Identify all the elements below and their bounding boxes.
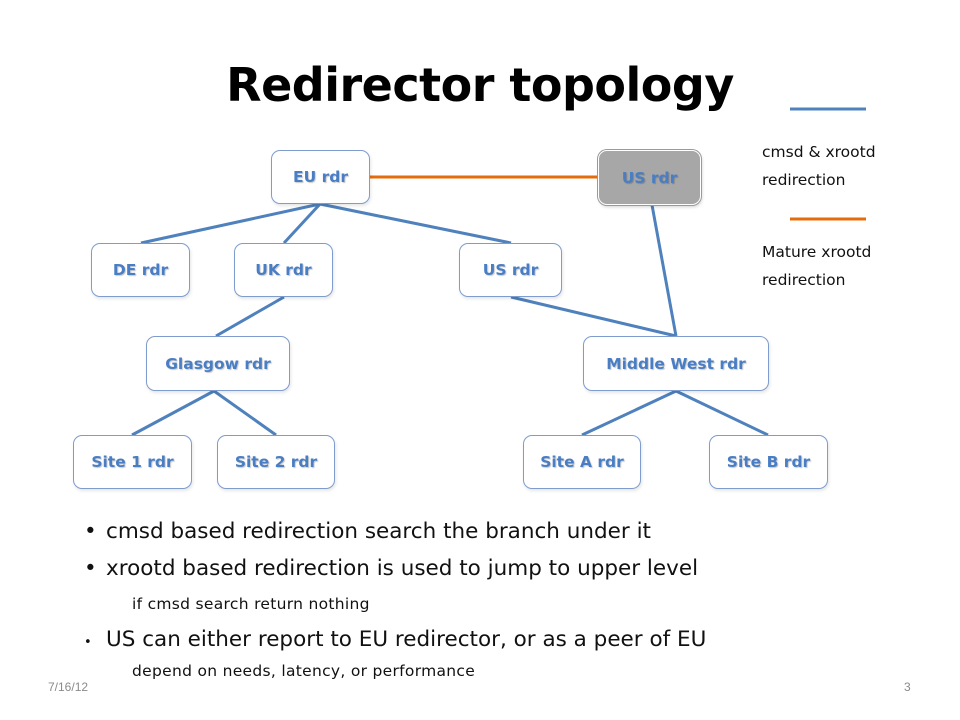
bullet-2-text: xrootd based redirection is used to jump… <box>106 556 699 581</box>
footer-page-number: 3 <box>904 680 911 694</box>
slide-title: Redirector topology <box>226 58 734 112</box>
node-us-rdr: US rdr <box>459 243 562 297</box>
node-uk-rdr: UK rdr <box>234 243 333 297</box>
bullet-3-text: US can either report to EU redirector, o… <box>106 627 707 652</box>
edge-glasgow-site1 <box>131 389 215 437</box>
bullet-dot: • <box>84 635 92 650</box>
bullet-3-sub: depend on needs, latency, or performance <box>132 662 476 680</box>
bullet-dot: • <box>84 519 97 544</box>
node-us-peer-rdr: US rdr <box>598 150 701 205</box>
legend-label-cmsd-line1: cmsd & xrootd <box>762 143 876 161</box>
edge-eu-de <box>140 202 321 245</box>
node-de-rdr: DE rdr <box>91 243 190 297</box>
node-siteA-rdr: Site A rdr <box>523 435 641 489</box>
bullet-dot: • <box>84 556 97 581</box>
edge-uk-glasgow <box>215 295 285 338</box>
node-site2-rdr: Site 2 rdr <box>217 435 335 489</box>
legend-label-xrootd-line1: Mature xrootd <box>762 243 872 261</box>
edge-us-middlewest <box>510 295 677 338</box>
legend-label-xrootd: Mature xrootd redirection <box>762 238 871 294</box>
edge-eu-us <box>319 202 512 245</box>
edge-eu-uk <box>282 202 322 245</box>
bullet-1-text: cmsd based redirection search the branch… <box>106 519 651 544</box>
edge-middlewest-siteB <box>675 389 769 437</box>
node-site1-rdr: Site 1 rdr <box>73 435 192 489</box>
edge-middlewest-siteA <box>581 389 677 437</box>
bullet-1: • cmsd based redirection search the branc… <box>84 519 651 544</box>
bullet-3: • US can either report to EU redirector, … <box>84 627 706 652</box>
node-eu-rdr: EU rdr <box>271 150 370 204</box>
edge-glasgow-site2 <box>213 389 277 437</box>
node-siteB-rdr: Site B rdr <box>709 435 828 489</box>
legend-label-cmsd-line2: redirection <box>762 171 846 189</box>
legend-label-xrootd-line2: redirection <box>762 271 846 289</box>
legend-label-cmsd: cmsd & xrootd redirection <box>762 138 876 194</box>
edge-uspeer-middlewest <box>650 204 678 337</box>
footer-date: 7/16/12 <box>48 680 89 694</box>
bullet-2: • xrootd based redirection is used to jum… <box>84 556 698 581</box>
node-glasgow-rdr: Glasgow rdr <box>146 336 290 391</box>
bullet-2-sub: if cmsd search return nothing <box>132 595 370 613</box>
node-middle-west-rdr: Middle West rdr <box>583 336 769 391</box>
